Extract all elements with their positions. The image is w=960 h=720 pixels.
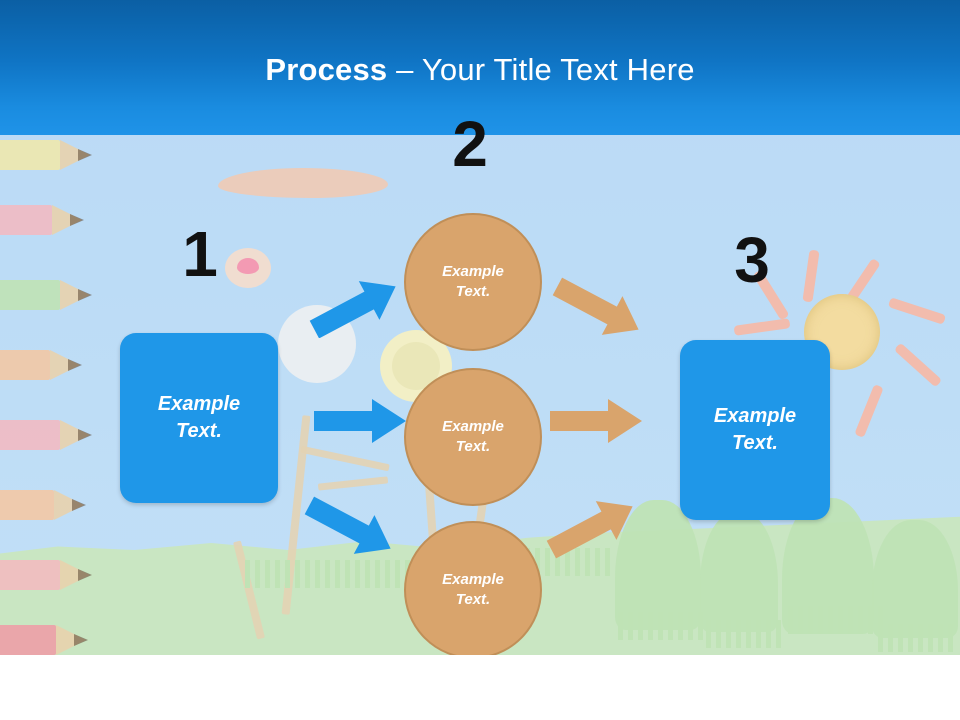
middle-circle-3-line2: Text. [455,591,491,608]
middle-circle-1-text: Example Text. [442,262,504,303]
arrow-down-right-blue [300,495,400,559]
middle-circle-1-line1: Example [442,262,504,280]
middle-circle-3[interactable]: Example Text. [404,521,542,659]
arrow-up-right-tan [542,496,642,560]
slide-bottom-margin [0,655,960,720]
step-number-3: 3 [734,224,770,296]
arrow-right-tan [548,395,644,447]
middle-circle-2-line1: Example [442,417,504,435]
right-example-box-text: Example Text. [714,403,796,457]
middle-circle-3-text: Example Text. [442,570,504,611]
right-example-box-line1: Example [713,405,797,427]
right-example-box[interactable]: Example Text. [680,340,830,520]
middle-circle-2[interactable]: Example Text. [404,368,542,506]
page-title: Process – Your Title Text Here [0,52,960,88]
middle-circle-2-text: Example Text. [442,417,504,458]
right-example-box-line2: Text. [732,432,778,454]
left-example-box-text: Example Text. [158,391,240,445]
middle-circle-2-line2: Text. [455,438,491,455]
arrow-up-right-blue [305,278,405,338]
step-number-1: 1 [182,218,218,290]
header-band [0,0,960,135]
left-example-box-line1: Example [157,393,241,415]
page-title-bold: Process [265,52,388,87]
arrow-right-blue [312,395,408,447]
left-example-box[interactable]: Example Text. [120,333,278,503]
middle-circle-1[interactable]: Example Text. [404,213,542,351]
middle-circle-3-line1: Example [442,570,504,588]
arrow-down-right-tan [548,276,648,340]
page-title-rest: – Your Title Text Here [387,52,695,87]
left-example-box-line2: Text. [176,420,222,442]
middle-circle-1-line2: Text. [455,283,491,300]
step-number-2: 2 [452,108,488,180]
